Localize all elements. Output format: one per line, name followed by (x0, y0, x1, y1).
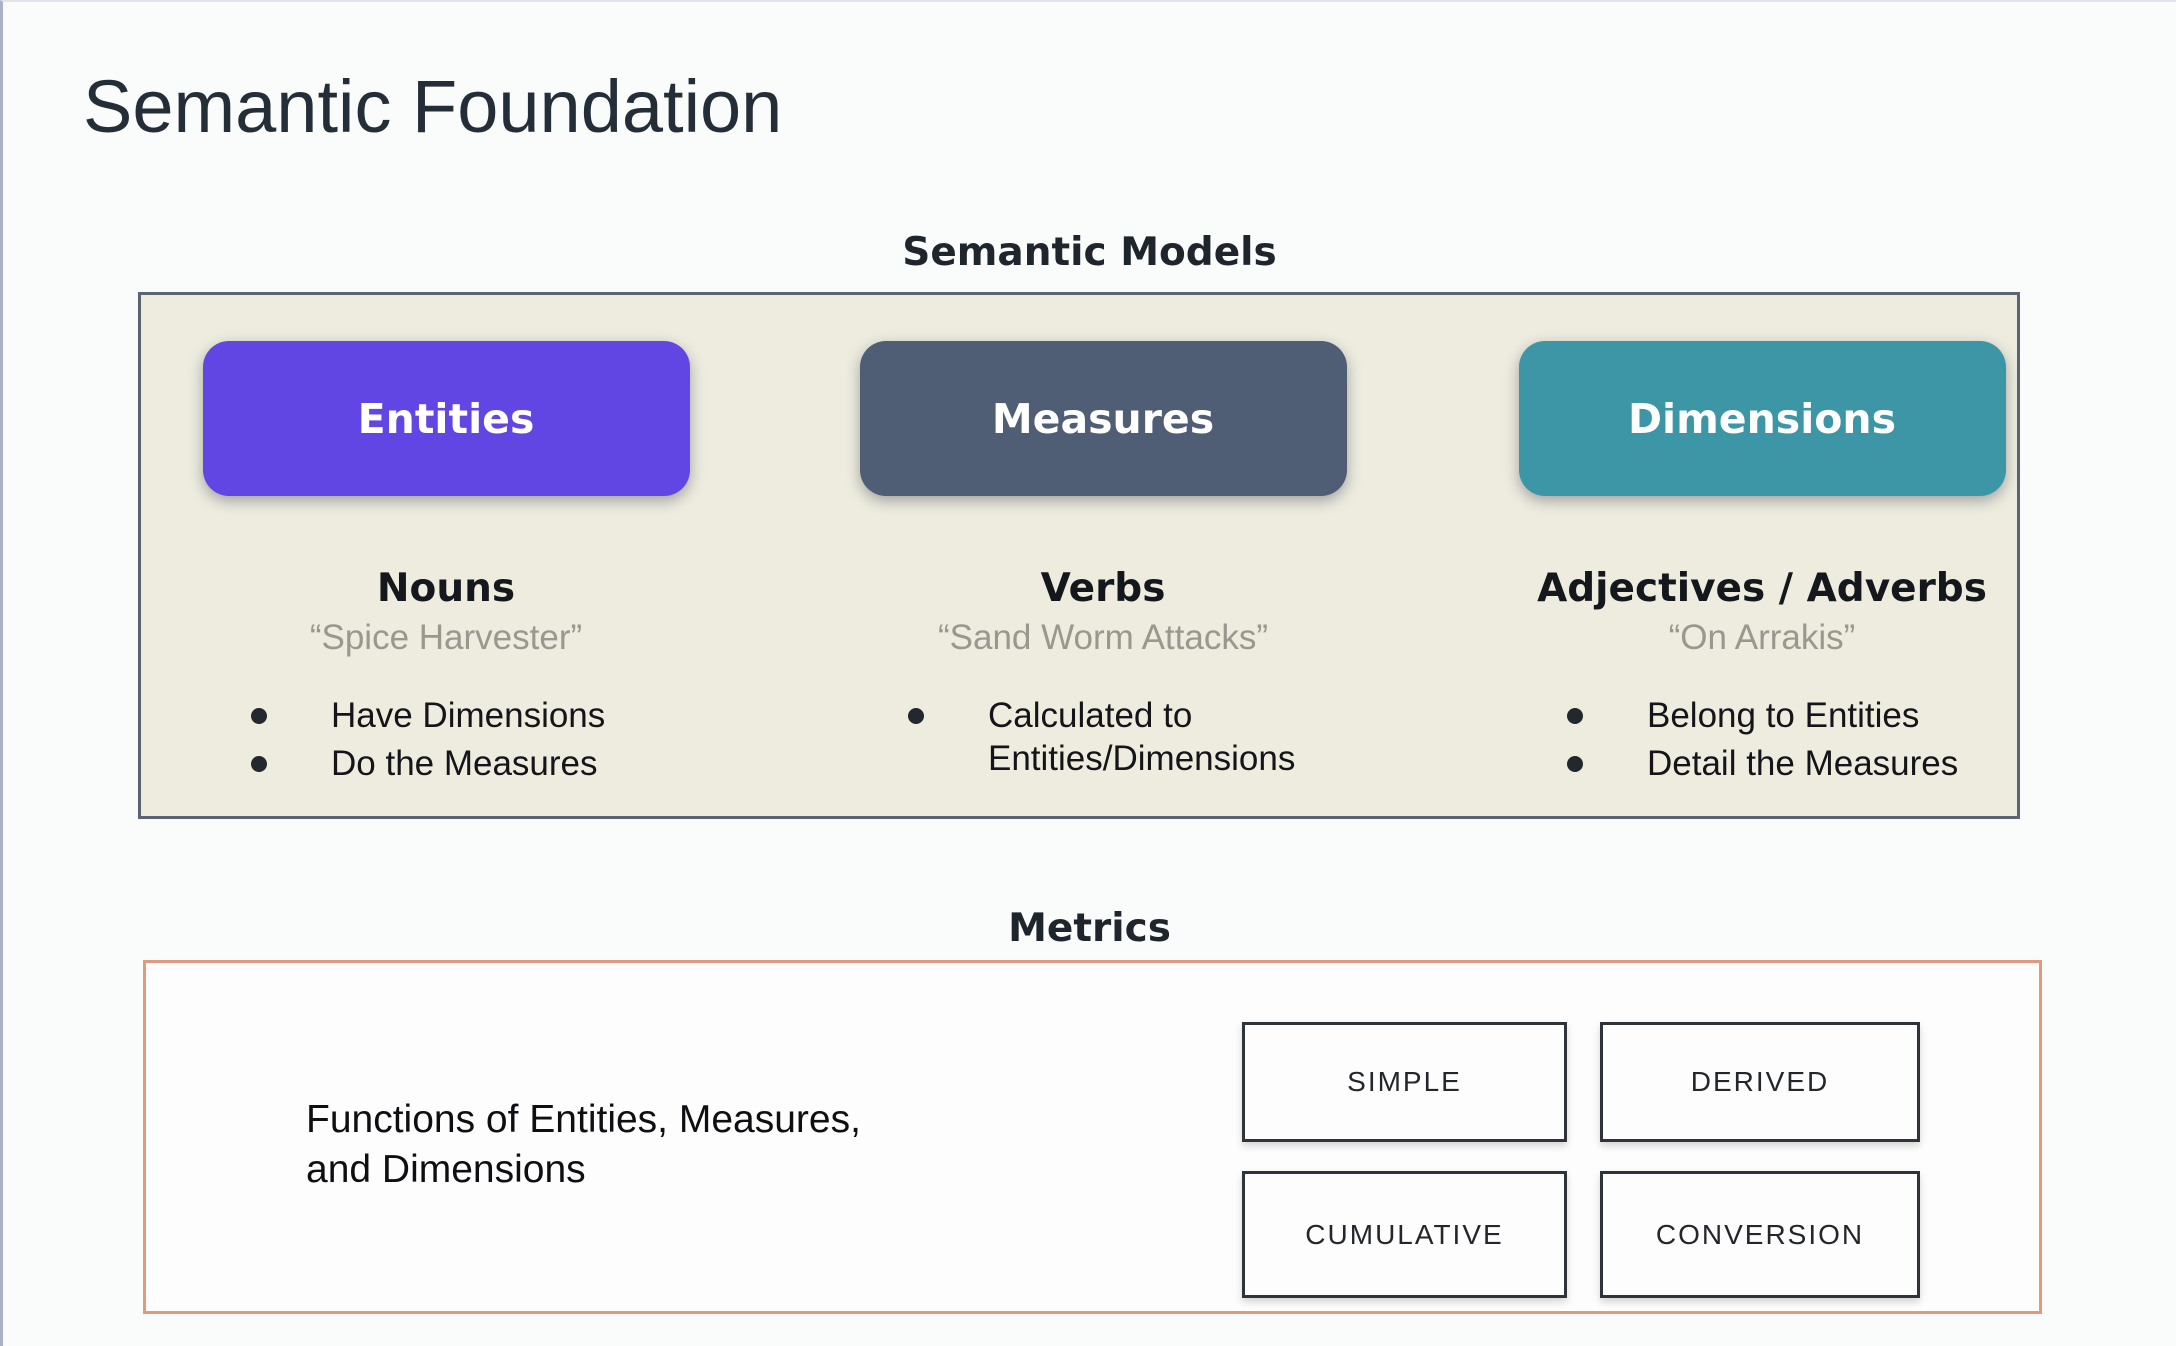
measures-chip-label: Measures (991, 394, 1215, 443)
bullet-text: Do the Measures (331, 744, 598, 783)
metric-type-box-derived: DERIVED (1600, 1022, 1920, 1142)
bullet-dot (908, 708, 924, 724)
dimensions-bullet-list: Belong to Entities Detail the Measures (1567, 694, 2042, 785)
dimensions-example-quote: “On Arrakis” (1668, 618, 1856, 657)
metrics-heading: Metrics (1008, 906, 1171, 951)
model-column-dimensions: Dimensions Adjectives / Adverbs “On Arra… (1482, 295, 2042, 785)
measures-example-quote: “Sand Worm Attacks” (937, 618, 1268, 657)
entities-chip: Entities (202, 341, 690, 496)
entities-bullet-list: Have Dimensions Do the Measures (251, 694, 726, 785)
dimensions-chip: Dimensions (1518, 341, 2006, 496)
bullet-dot (251, 708, 267, 724)
metric-type-box-conversion: CONVERSION (1600, 1171, 1920, 1298)
entities-chip-label: Entities (357, 394, 535, 443)
dimensions-chip-label: Dimensions (1627, 394, 1897, 443)
bullet-text: Belong to Entities (1647, 696, 1920, 735)
bullet-text: Have Dimensions (331, 696, 606, 735)
bullet-item: Have Dimensions (251, 694, 726, 737)
measures-bullet-list: Calculated to Entities/Dimensions (908, 694, 1383, 780)
bullet-dot (1567, 708, 1583, 724)
metrics-description: Functions of Entities, Measures, and Dim… (306, 1095, 861, 1195)
bullet-dot (251, 756, 267, 772)
bullet-text: Calculated to Entities/Dimensions (988, 696, 1296, 778)
metrics-description-line2: and Dimensions (306, 1148, 586, 1191)
slide-title: Semantic Foundation (83, 65, 783, 148)
entities-part-of-speech: Nouns (376, 566, 516, 611)
bullet-item: Calculated to Entities/Dimensions (908, 694, 1383, 780)
semantic-models-heading: Semantic Models (902, 230, 1277, 275)
measures-part-of-speech: Verbs (1040, 566, 1166, 611)
dimensions-part-of-speech: Adjectives / Adverbs (1537, 566, 1987, 611)
metric-type-box-simple: SIMPLE (1242, 1022, 1567, 1142)
measures-chip: Measures (859, 341, 1347, 496)
bullet-item: Belong to Entities (1567, 694, 2042, 737)
metrics-description-line1: Functions of Entities, Measures, (306, 1098, 861, 1141)
semantic-models-panel: Entities Nouns “Spice Harvester” Have Di… (138, 292, 2020, 819)
metrics-panel: Functions of Entities, Measures, and Dim… (143, 960, 2042, 1314)
bullet-item: Do the Measures (251, 742, 726, 785)
bullet-dot (1567, 756, 1583, 772)
bullet-item: Detail the Measures (1567, 742, 2042, 785)
model-column-measures: Measures Verbs “Sand Worm Attacks” Calcu… (823, 295, 1383, 780)
model-column-entities: Entities Nouns “Spice Harvester” Have Di… (166, 295, 726, 785)
bullet-text: Detail the Measures (1647, 744, 1959, 783)
metric-type-box-cumulative: CUMULATIVE (1242, 1171, 1567, 1298)
entities-example-quote: “Spice Harvester” (309, 618, 583, 657)
